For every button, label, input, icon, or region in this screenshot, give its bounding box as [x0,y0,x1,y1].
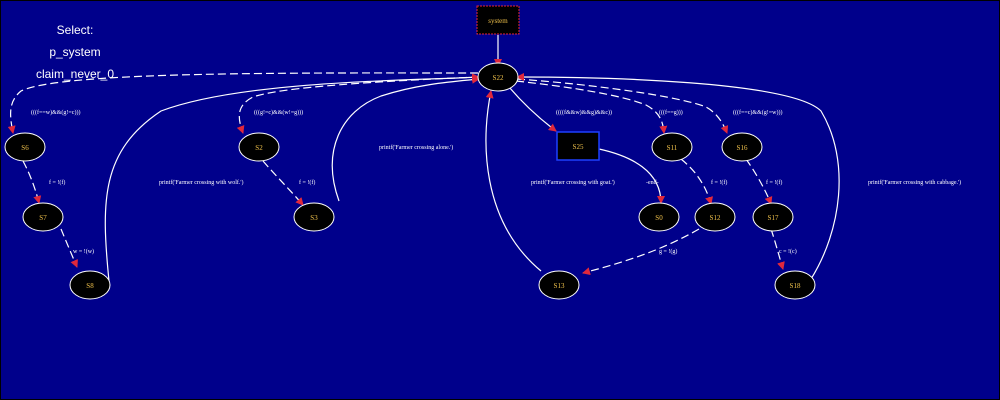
node-s7[interactable]: S7 [22,202,64,232]
node-s12[interactable]: S12 [694,202,736,232]
edge-s18-s22 [516,73,840,280]
node-label-s0: S0 [655,214,663,222]
edge-label-s17-s18: c = !(c) [779,248,797,255]
node-label-s2: S2 [255,144,263,152]
node-label-s11: S11 [667,144,678,152]
edge-label-s22-s2: (((g!=c)&&(w!=g))) [254,109,303,116]
edge-s22-s25 [508,86,557,132]
edge-s25-s0 [598,148,665,204]
edge-s22-s6 [7,72,479,134]
edge-label-s6-s7: f = !(f) [49,179,65,186]
node-label-s7: S7 [39,214,47,222]
node-label-s13: S13 [554,282,565,290]
node-s16[interactable]: S16 [721,132,763,162]
edge-label-s22-s6: (((f==w)&&(g!=c))) [31,109,80,116]
edge-s12-s13 [582,228,700,276]
node-label-s3: S3 [310,214,318,222]
edge-label-s2-s3: f = !(f) [299,179,315,186]
node-s11[interactable]: S11 [651,132,693,162]
edge-s2-s3 [262,160,304,206]
edge-label-s3-s22: printf('Farmer crossing alone.') [379,144,453,151]
menu-item-claim-never-0[interactable]: claim_never_0 [35,67,115,81]
node-label-s25: S25 [573,143,584,151]
edge-s3-s22 [331,75,480,202]
node-label-s6: S6 [21,144,29,152]
edge-s11-s12 [680,158,713,205]
edge-s22-s11 [515,80,668,134]
node-s22[interactable]: S22 [477,62,519,92]
edge-label-s7-s8: w = !(w) [73,248,94,255]
edge-s6-s7 [22,160,42,204]
menu-title: Select: [56,23,94,37]
edge-s8-s22 [104,73,480,282]
edge-label-s16-s17: f = !(f) [766,179,782,186]
edge-label-s22-s16: (((f==c)&&(g!=w))) [733,109,782,116]
selection-menu: Select: p_system claim_never_0 [15,19,135,85]
node-system[interactable]: system [476,5,520,35]
node-label-s16: S16 [737,144,748,152]
edge-s22-s16 [516,78,729,134]
edge-s16-s17 [745,158,773,205]
edge-label-s22-s11: (((f==g))) [659,109,683,116]
node-s25[interactable]: S25 [556,131,600,161]
node-s18[interactable]: S18 [774,270,816,300]
node-s6[interactable]: S6 [4,132,46,162]
node-s3[interactable]: S3 [293,202,335,232]
edge-s17-s18 [770,228,785,270]
edge-label-s8-s22: printf('Farmer crossing with wolf.') [159,179,243,186]
node-label-s18: S18 [790,282,801,290]
edge-s22-s2 [236,76,480,134]
node-label-s8: S8 [86,282,94,290]
node-s17[interactable]: S17 [752,202,794,232]
edge-label-s18-s22: printf('Farmer crossing with cabbage.') [868,179,961,186]
node-s13[interactable]: S13 [538,270,580,300]
edge-label-s25-s0: -end- [646,180,659,186]
node-label-s17: S17 [768,214,779,222]
menu-item-p-system[interactable]: p_system [49,45,101,59]
node-s2[interactable]: S2 [238,132,280,162]
node-label-system: system [488,17,508,25]
edge-s7-s8 [60,228,78,268]
node-label-s22: S22 [493,74,504,82]
node-label-s12: S12 [710,214,721,222]
edge-s13-s22 [485,90,542,272]
edge-label-s11-s12: f = !(f) [711,179,727,186]
edge-label-s22-s25: ((((f&&w)&&g)&&c)) [556,109,612,116]
edge-label-s12-s13: g = !(g) [659,248,677,255]
edge-label-s13-s22: printf('Farmer crossing with goat.') [531,179,615,186]
node-s0[interactable]: S0 [638,202,680,232]
node-s8[interactable]: S8 [69,270,111,300]
